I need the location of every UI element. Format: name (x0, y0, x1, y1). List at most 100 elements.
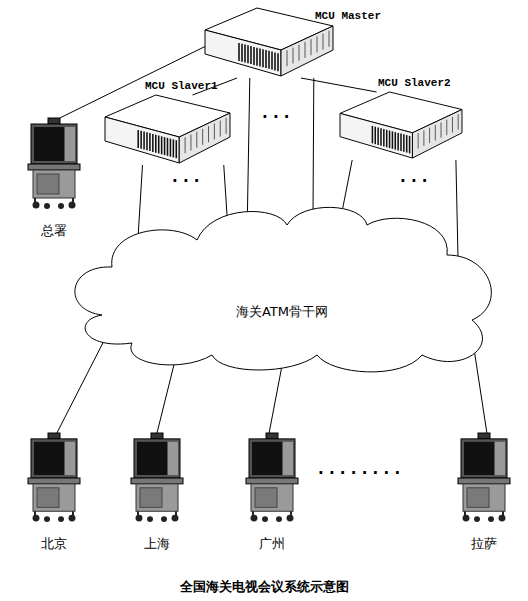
rack-module (155, 135, 157, 153)
wheel (161, 516, 167, 522)
rack-module (208, 126, 209, 142)
rack-module (143, 132, 145, 150)
rack-module (293, 48, 294, 64)
rack-module (299, 45, 300, 61)
wheel (44, 203, 50, 209)
rack-module (220, 121, 221, 137)
rack-module (244, 45, 246, 63)
wheel (474, 516, 480, 522)
rack-module (409, 136, 411, 153)
rack-module (287, 50, 288, 66)
terminal-symbol (25, 118, 83, 210)
mcu-server: MCU Master (205, 8, 333, 78)
camera (478, 433, 490, 439)
rack-module (323, 34, 324, 50)
rack-module (238, 43, 240, 61)
rack-module (458, 114, 459, 130)
site-name: 总署 (41, 222, 67, 240)
rack-module (383, 129, 385, 146)
camera (266, 433, 278, 439)
server-side (281, 26, 333, 76)
rack-module (311, 39, 312, 55)
rack-module (241, 44, 243, 62)
wheel (33, 515, 40, 522)
cart-top (28, 164, 80, 170)
rack-module (329, 31, 330, 47)
server-symbol (340, 92, 462, 160)
rack-module (214, 123, 215, 139)
rack-module (441, 122, 442, 138)
monitor-side (168, 442, 178, 475)
rack-module (173, 139, 175, 157)
cart-body (463, 484, 505, 511)
rack-module (226, 118, 227, 134)
wheel (147, 516, 153, 522)
monitor-screen (137, 442, 167, 475)
rack-module (185, 137, 186, 153)
rack-module (137, 130, 139, 148)
rack-module (277, 53, 279, 71)
cart-panel (255, 488, 277, 508)
rack-module (397, 133, 399, 150)
rack-module (247, 45, 249, 63)
rack-module (380, 128, 382, 145)
server-front (205, 30, 281, 76)
rack-module (250, 46, 252, 64)
rack-module (202, 129, 203, 145)
cart-top (131, 478, 183, 484)
cart-body (33, 484, 75, 511)
ellipsis-mark: · · · · · · · · (318, 464, 400, 482)
monitor-side (65, 442, 75, 475)
network-name: 海关ATM骨干网 (62, 303, 502, 321)
site-name: 上海 (144, 535, 170, 553)
monitor-body (31, 439, 77, 478)
terminal-symbol (128, 433, 186, 523)
rack-module (452, 117, 453, 133)
server-name: MCU Master (315, 10, 381, 22)
rack-module (271, 52, 273, 70)
server-front (105, 117, 179, 163)
rack-module (395, 132, 397, 149)
rack-module (377, 127, 379, 144)
wheel (287, 515, 294, 522)
server-side (179, 113, 230, 163)
video-terminal: 拉萨 (455, 433, 513, 523)
rack-module (167, 138, 169, 156)
cart-panel (140, 488, 162, 508)
monitor-screen (34, 127, 64, 161)
rack-module (389, 131, 391, 148)
ellipsis-mark: · · · (262, 108, 290, 126)
monitor-body (134, 439, 180, 478)
video-terminal: 广州 (243, 433, 301, 523)
network-cloud (62, 195, 502, 373)
rack-module (190, 135, 191, 151)
terminal-symbol (455, 433, 513, 523)
monitor-screen (464, 442, 494, 475)
monitor-side (495, 442, 505, 475)
rack-module (140, 131, 142, 149)
video-terminal: 上海 (128, 433, 186, 523)
wheel (33, 202, 40, 209)
wheel (172, 515, 179, 522)
server-symbol (105, 95, 230, 165)
site-name: 北京 (41, 535, 67, 553)
rack-module (418, 133, 419, 149)
video-terminal: 北京 (25, 433, 83, 523)
cart-panel (37, 174, 59, 194)
rack-module (406, 135, 408, 152)
ellipsis-mark: · · · (172, 172, 200, 190)
rack-module (317, 36, 318, 52)
network-link (456, 160, 458, 257)
cart-top (28, 478, 80, 484)
rack-module (176, 140, 178, 158)
rack-module (268, 51, 270, 69)
network-link (301, 78, 377, 92)
rack-module (386, 130, 388, 147)
video-terminal: 总署 (25, 118, 83, 210)
cart-top (458, 478, 510, 484)
rack-module (170, 139, 172, 157)
rack-module (435, 125, 436, 141)
rack-module (164, 137, 166, 155)
wheel (58, 516, 64, 522)
monitor-body (31, 124, 77, 164)
